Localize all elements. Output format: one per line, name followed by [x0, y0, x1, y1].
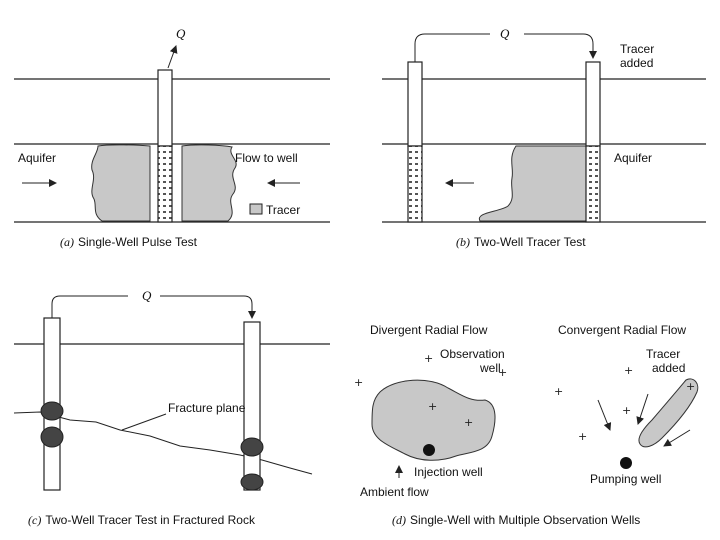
panel-d-multiple-observation-wells: Divergent Radial Flow Observation well +…	[354, 323, 699, 527]
convergent-flow-label: Convergent Radial Flow	[558, 323, 686, 337]
injection-well-screen	[407, 145, 423, 223]
fracture-plane-line	[13, 411, 313, 475]
packer-upper	[240, 437, 264, 457]
observation-well-marker: +	[622, 404, 631, 417]
pumping-well	[243, 321, 261, 491]
divergent-tracer-plume	[371, 379, 496, 461]
divergent-flow-label: Divergent Radial Flow	[370, 323, 488, 337]
pumping-well-casing	[585, 61, 601, 147]
convergent-tracer-plume	[638, 378, 699, 448]
return-pipe-right	[160, 295, 256, 319]
packer-lower	[240, 473, 264, 491]
q-label: Q	[500, 26, 510, 41]
aquifer-label: Aquifer	[614, 151, 652, 165]
well-screen	[157, 145, 173, 223]
observation-well-marker: +	[554, 385, 563, 398]
pumping-well-marker	[620, 457, 632, 469]
return-pipe-left	[414, 33, 490, 62]
caption-b: (b)Two-Well Tracer Test	[456, 235, 586, 249]
pumping-well-label: Pumping well	[590, 472, 661, 486]
flow-to-well-label: Flow to well	[235, 151, 298, 165]
well-casing	[157, 69, 173, 147]
injection-well-label: Injection well	[414, 465, 483, 479]
observation-well-marker: +	[578, 430, 587, 443]
discharge-arrow	[167, 45, 178, 69]
tracer-added-label-2: added	[652, 361, 685, 375]
tracer-added-label-2: added	[620, 56, 653, 70]
caption-c: (c)Two-Well Tracer Test in Fractured Roc…	[28, 513, 256, 527]
convergent-flow-arrow	[663, 429, 691, 447]
return-pipe-right	[524, 33, 597, 59]
caption-a: (a)Single-Well Pulse Test	[60, 235, 198, 249]
fracture-leader-line	[121, 413, 167, 431]
tracer-added-label-1: Tracer	[646, 347, 680, 361]
panel-c-fractured-rock-test: Q Fracture plane (c)Two-Well Tracer Test…	[13, 288, 330, 527]
convergent-flow-arrow	[636, 393, 649, 425]
q-label: Q	[142, 288, 152, 303]
observation-well-label-1: Observation	[440, 347, 505, 361]
observation-well-marker: +	[354, 376, 363, 389]
panel-b-two-well-tracer-test: Q Tracer added Aquifer (b)Two-Well Trace…	[382, 26, 706, 249]
injection-well-casing	[407, 61, 423, 147]
convergent-flow-arrow	[597, 399, 612, 431]
pumping-well-screen	[585, 145, 601, 223]
caption-d: (d)Single-Well with Multiple Observation…	[392, 513, 640, 527]
aquifer-label: Aquifer	[18, 151, 56, 165]
packer-lower	[40, 426, 64, 448]
tracer-legend-swatch	[249, 203, 263, 215]
observation-well-marker: +	[424, 352, 433, 365]
observation-well-marker: +	[624, 364, 633, 377]
tracer-plume	[478, 145, 587, 222]
tracer-added-label-1: Tracer	[620, 42, 654, 56]
observation-well-marker: +	[498, 366, 507, 379]
observation-well-label-2: well	[479, 361, 501, 375]
packer-upper	[40, 401, 64, 421]
tracer-plume-right	[181, 144, 237, 222]
ambient-flow-label: Ambient flow	[360, 485, 429, 499]
q-label: Q	[176, 26, 186, 41]
observation-well-marker: +	[464, 416, 473, 429]
observation-well-marker: +	[686, 380, 695, 393]
tracer-plume-left	[91, 144, 151, 222]
injection-well-marker	[423, 444, 435, 456]
panel-a-single-well-pulse-test: Q Aquifer Flow to well Tracer (a)Single-…	[14, 26, 330, 249]
fracture-plane-label: Fracture plane	[168, 401, 246, 415]
observation-well-marker: +	[428, 400, 437, 413]
return-pipe-left	[51, 295, 128, 318]
tracer-legend-label: Tracer	[266, 203, 300, 217]
